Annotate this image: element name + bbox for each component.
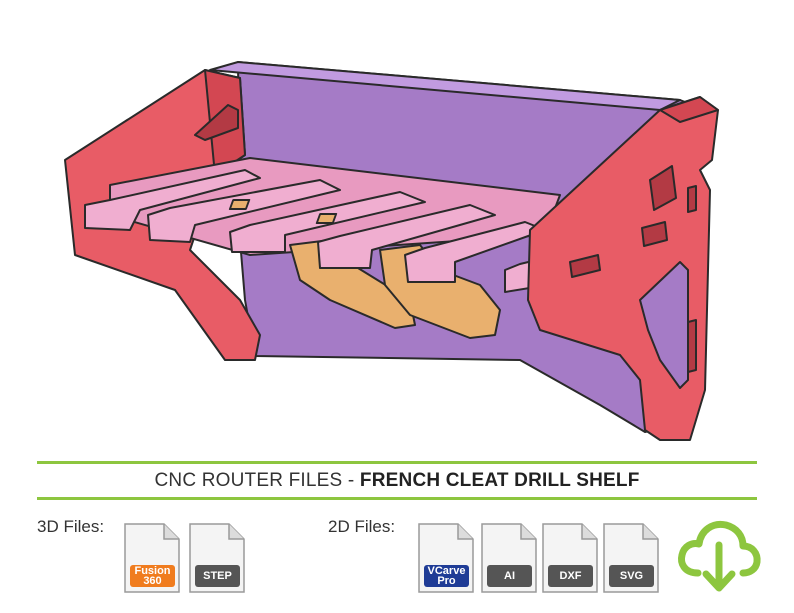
shelf-finger-2 [147,179,341,243]
banner-title: FRENCH CLEAT DRILL SHELF [359,470,640,491]
right-panel-edge [659,96,719,123]
accent-rule-top [37,461,757,464]
file-tag: SVG [609,565,654,587]
file-tag: VCarve Pro [424,565,469,587]
file-tag: STEP [195,565,240,587]
right-slot-1 [569,254,601,278]
file-fusion360[interactable]: Fusion 360 [124,523,180,593]
banner-prefix: CNC ROUTER FILES - [154,470,360,491]
right-slot-4 [687,185,697,213]
file-ai[interactable]: AI [481,523,537,593]
file-tag: Fusion 360 [130,565,175,587]
product-render [64,61,719,441]
shelf-finger-4 [317,204,496,269]
shelf-finger-1 [84,169,261,231]
cloud-download-icon[interactable] [676,515,762,595]
2d-files-label: 2D Files: [328,517,396,536]
3d-files-label: 3D Files: [37,517,105,536]
page-title: CNC ROUTER FILES - FRENCH CLEAT DRILL SH… [0,470,794,492]
file-dxf[interactable]: DXF [542,523,598,593]
file-vcarve-pro[interactable]: VCarve Pro [418,523,474,593]
back-panel-top-edge [209,61,681,111]
file-step[interactable]: STEP [189,523,245,593]
file-tag: DXF [548,565,593,587]
right-panel-cutout [639,261,689,389]
left-handle-slot [194,104,239,141]
accent-rule-bottom [37,497,757,500]
shelf-insert-1 [228,199,251,210]
right-slot-3 [649,165,677,211]
right-slot-2 [641,221,668,247]
file-tag: AI [487,565,532,587]
file-svg[interactable]: SVG [603,523,659,593]
shelf-insert-2 [315,213,338,224]
right-slot-5 [687,319,697,373]
shelf-finger-5 [404,221,546,283]
